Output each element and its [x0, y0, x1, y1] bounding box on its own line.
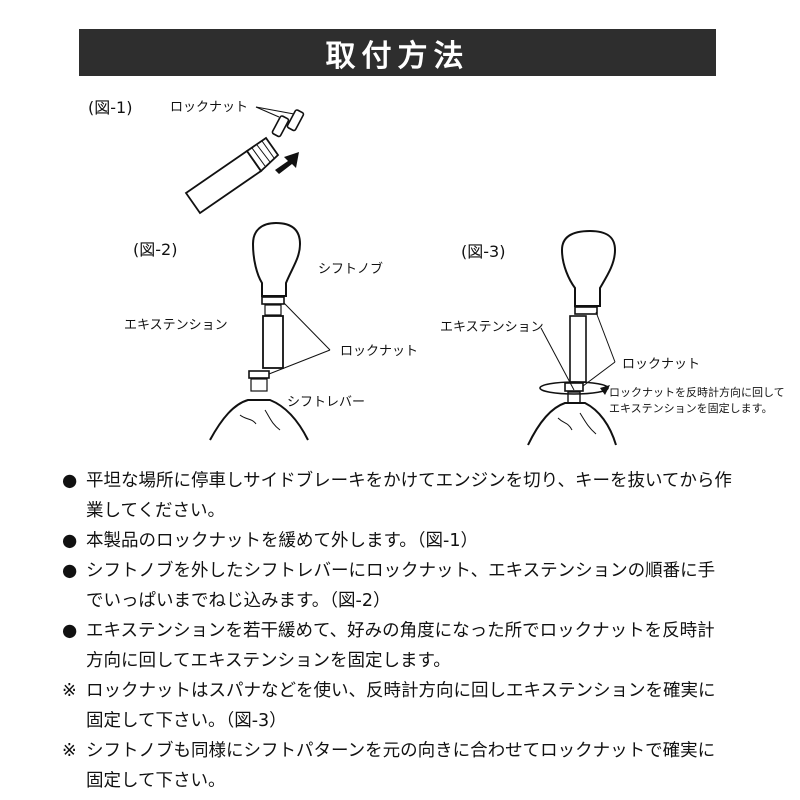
instruction-item: ※ シフトノブも同様にシフトパターンを元の向きに合わせてロックナットで確実に固定… [62, 736, 732, 796]
fig1-extension-rod [184, 136, 280, 215]
instruction-item: ● エキステンションを若干緩めて、好みの角度になった所でロックナットを反時計方向… [62, 616, 732, 676]
fig2-locknut-label: ロックナット [340, 344, 418, 359]
fig2-top-locknut [261, 296, 285, 305]
instruction-list: ● 平坦な場所に停車しサイドブレーキをかけてエンジンを切り、キーを抜いてから作業… [62, 466, 732, 796]
fig2-thread-top [264, 304, 282, 316]
figure-1: (図-1) ロックナット [88, 98, 305, 215]
fig2-label: (図-2) [133, 240, 177, 259]
fig2-boot-folds [239, 409, 281, 431]
instruction-text: ロックナットはスパナなどを使い、反時計方向に回しエキステンションを確実に固定して… [86, 681, 716, 731]
instruction-item: ● 本製品のロックナットを緩めて外します。（図-1） [62, 526, 732, 556]
instruction-text: 平坦な場所に停車しサイドブレーキをかけてエンジンを切り、キーを抜いてから作業して… [86, 471, 732, 521]
fig2-locknut-leaders [268, 302, 331, 375]
instruction-text: シフトノブを外したシフトレバーにロックナット、エキステンションの順番に手でいっぱ… [86, 561, 716, 611]
instruction-text: シフトノブも同様にシフトパターンを元の向きに合わせてロックナットで確実に固定して… [86, 741, 716, 791]
fig3-label: (図-3) [461, 242, 505, 261]
fig3-rotation-arrow [539, 381, 610, 395]
fig2-shift-knob-label: シフトノブ [318, 261, 383, 277]
page-title: 取付方法 [325, 38, 470, 74]
instruction-item: ● 平坦な場所に停車しサイドブレーキをかけてエンジンを切り、キーを抜いてから作業… [62, 466, 732, 526]
instruction-text: エキステンションを若干緩めて、好みの角度になった所でロックナットを反時計方向に回… [86, 621, 715, 671]
note-mark: ※ [62, 741, 77, 761]
fig2-shift-boot [209, 399, 309, 441]
fig2-extension-rod [262, 315, 284, 369]
title-bar: 取付方法 [79, 29, 716, 76]
bullet-mark: ● [62, 531, 78, 551]
fig1-locknut-label: ロックナット [170, 100, 248, 115]
fig3-boot-folds [557, 412, 597, 435]
figure-3: (図-3) エキステンション ロックナット ロックナットを反時計方向に回して エ… [440, 229, 785, 446]
bullet-mark: ● [62, 621, 78, 641]
fig3-bottom-locknut [564, 382, 584, 392]
installation-diagram: (図-1) ロックナット (図-2) シフトノブ エキステンション ロックナット… [88, 98, 785, 446]
fig3-top-locknut [574, 306, 598, 315]
fig3-extension-label: エキステンション [440, 320, 544, 335]
instruction-item: ● シフトノブを外したシフトレバーにロックナット、エキステンションの順番に手でい… [62, 556, 732, 616]
fig1-locknut-leader [255, 106, 295, 118]
fig2-bottom-locknut [248, 370, 270, 379]
bullet-mark: ● [62, 471, 78, 491]
instruction-item: ※ ロックナットはスパナなどを使い、反時計方向に回しエキステンションを確実に固定… [62, 676, 732, 736]
fig2-shift-knob [251, 221, 302, 297]
note-mark: ※ [62, 681, 77, 701]
fig3-shift-boot [527, 402, 617, 446]
instruction-text: 本製品のロックナットを緩めて外します。（図-1） [86, 531, 478, 551]
fig2-shift-lever-label: シフトレバー [287, 395, 365, 410]
fig1-direction-arrow [275, 152, 299, 174]
fig3-note-line2: エキステンションを固定します。 [609, 401, 773, 415]
fig3-note-line1: ロックナットを反時計方向に回して [609, 385, 785, 399]
fig2-thread-bottom [250, 378, 268, 392]
figure-2: (図-2) シフトノブ エキステンション ロックナット シフトレバー [124, 221, 418, 441]
fig1-label: (図-1) [88, 98, 132, 117]
fig3-locknut-label: ロックナット [622, 357, 700, 372]
fig1-locknuts [271, 109, 305, 138]
bullet-mark: ● [62, 561, 78, 581]
fig3-shift-knob [560, 229, 617, 307]
fig3-extension-rod [569, 315, 587, 383]
fig2-extension-label: エキステンション [124, 318, 228, 333]
